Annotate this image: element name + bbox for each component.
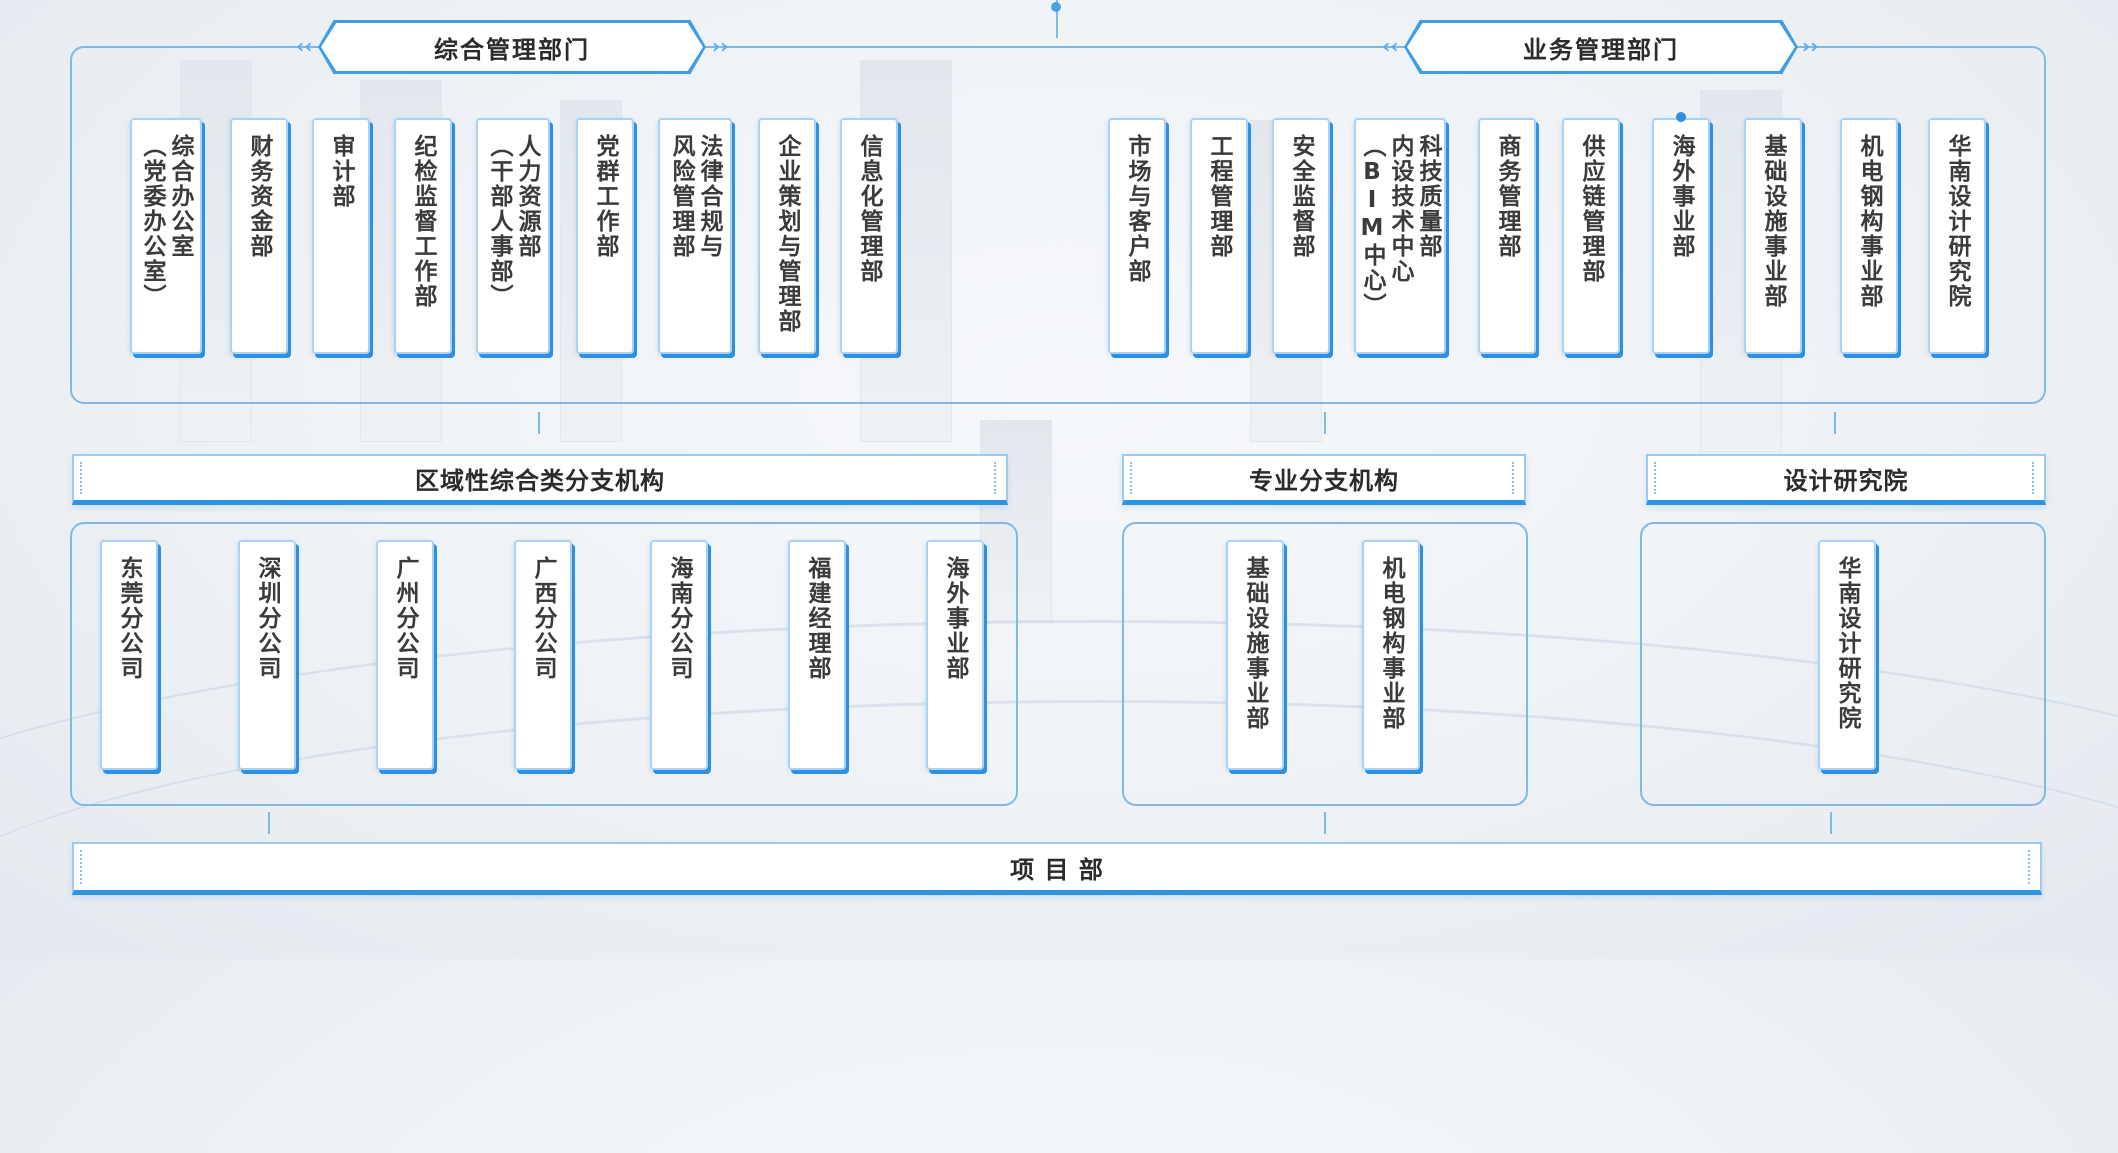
dept-box: 审计部 bbox=[312, 118, 370, 354]
branch-box: 广西分公司 bbox=[514, 540, 572, 770]
regional-frame bbox=[70, 522, 1018, 806]
professional-frame bbox=[1122, 522, 1528, 806]
branch-box: 广州分公司 bbox=[376, 540, 434, 770]
branch-box: 深圳分公司 bbox=[238, 540, 296, 770]
regional-branches-banner: 区域性综合类分支机构 bbox=[72, 454, 1008, 505]
dept-box: 科技质量部 内设技术中心 （BIM中心） bbox=[1354, 118, 1446, 354]
chevron-right-icon: ›› bbox=[1802, 34, 1819, 58]
dept-box: 供应链管理部 bbox=[1562, 118, 1620, 354]
branch-box: 海外事业部 bbox=[926, 540, 984, 770]
dept-box: 企业策划与管理部 bbox=[758, 118, 816, 354]
dept-box: 人力资源部 （干部人事部） bbox=[476, 118, 550, 354]
design-institute-banner: 设计研究院 bbox=[1646, 454, 2046, 505]
dept-box: 党群工作部 bbox=[576, 118, 634, 354]
dept-box: 安全监督部 bbox=[1272, 118, 1330, 354]
dept-box: 信息化管理部 bbox=[840, 118, 898, 354]
management-frame bbox=[70, 46, 2046, 404]
dept-box: 基础设施事业部 bbox=[1744, 118, 1802, 354]
professional-branches-banner: 专业分支机构 bbox=[1122, 454, 1526, 505]
professional-branches-title: 专业分支机构 bbox=[1249, 466, 1399, 495]
dept-box: 市场与客户部 bbox=[1108, 118, 1166, 354]
general-management-header: 综合管理部门 bbox=[318, 20, 706, 74]
chevron-left-icon: ‹‹ bbox=[1382, 34, 1399, 58]
dept-box: 纪检监督工作部 bbox=[394, 118, 452, 354]
branch-box: 华南设计研究院 bbox=[1818, 540, 1876, 770]
design-institute-title: 设计研究院 bbox=[1783, 466, 1909, 495]
dept-box: 综合办公室 （党委办公室） bbox=[130, 118, 202, 354]
dept-box: 机电钢构事业部 bbox=[1840, 118, 1898, 354]
business-management-title: 业务管理部门 bbox=[1407, 23, 1795, 71]
project-department-title: 项 目 部 bbox=[1010, 855, 1104, 884]
project-department-banner: 项 目 部 bbox=[72, 842, 2042, 895]
branch-box: 基础设施事业部 bbox=[1226, 540, 1284, 770]
design-frame bbox=[1640, 522, 2046, 806]
branch-box: 福建经理部 bbox=[788, 540, 846, 770]
dept-box: 商务管理部 bbox=[1478, 118, 1536, 354]
business-management-header: 业务管理部门 bbox=[1404, 20, 1798, 74]
dept-box: 法律合规与 风险管理部 bbox=[658, 118, 732, 354]
chevron-right-icon: ›› bbox=[712, 34, 729, 58]
chevron-left-icon: ‹‹ bbox=[296, 34, 313, 58]
branch-box: 海南分公司 bbox=[650, 540, 708, 770]
dept-box: 海外事业部 bbox=[1652, 118, 1710, 354]
dept-box: 财务资金部 bbox=[230, 118, 288, 354]
general-management-title: 综合管理部门 bbox=[321, 23, 703, 71]
regional-branches-title: 区域性综合类分支机构 bbox=[415, 466, 665, 495]
dept-box: 华南设计研究院 bbox=[1928, 118, 1986, 354]
dept-box: 工程管理部 bbox=[1190, 118, 1248, 354]
branch-box: 机电钢构事业部 bbox=[1362, 540, 1420, 770]
branch-box: 东莞分公司 bbox=[100, 540, 158, 770]
